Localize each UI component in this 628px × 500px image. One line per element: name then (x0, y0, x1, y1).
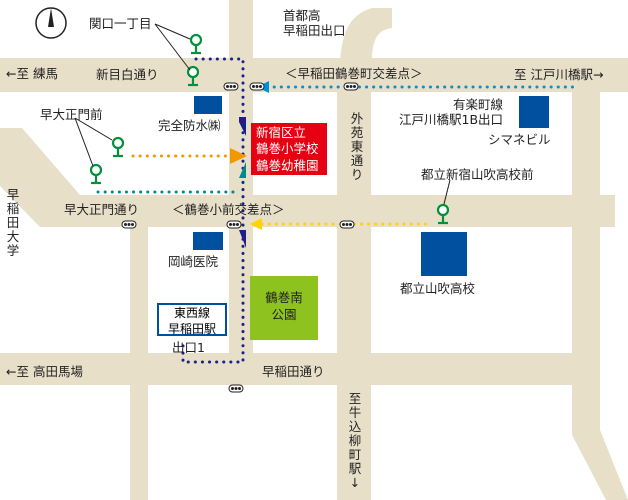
label-sekiguchi: 関口一丁目 (89, 16, 152, 31)
label-yamabuki-stop: 都立新宿山吹高校前 (421, 167, 534, 182)
label-waseda-dori: 早稲田通り (262, 364, 325, 379)
label-tsurumaki-komae: ＜鶴巻小前交差点＞ (172, 202, 285, 217)
arrow-orange-icon (230, 148, 247, 164)
label-shinmejiro: 新目白通り (96, 67, 159, 82)
label-takadanobaba: ←至 高田馬場 (6, 364, 83, 379)
label-tsurumaki-machi: ＜早稲田鶴巻町交差点＞ (285, 66, 423, 81)
bus-stop-sodai-1-icon (111, 136, 125, 158)
callout-lines (74, 23, 451, 205)
road-central-lane (229, 0, 253, 365)
school-line-2: 鶴巻小学校 (256, 141, 319, 157)
arrow-teal-icon (239, 162, 246, 178)
label-shuto-exit: 首都高 早稲田出口 (283, 8, 346, 38)
label-gaien: 外苑東通り (350, 111, 364, 182)
label-sodai-seimon-dori: 早大正門通り (64, 202, 140, 217)
label-okazaki: 岡崎医院 (168, 254, 219, 269)
building-okazaki (193, 232, 223, 250)
label-exit1: 出口1 (172, 340, 205, 355)
label-edogawabashi: 至 江戸川橋駅→ (514, 67, 604, 82)
signal-7-icon (228, 384, 244, 393)
signal-6-icon (339, 220, 355, 229)
station-box: 東西線 早稲田駅 (157, 303, 227, 336)
road-west-lane (130, 226, 148, 500)
compass-icon (35, 7, 67, 39)
label-ushigome: 至牛込柳町駅↓ (348, 391, 362, 490)
traffic-signal-icons (121, 82, 359, 393)
arrow-navy-bottom-icon (239, 230, 246, 248)
park-line-2: 公園 (271, 306, 297, 322)
station-line-1: 東西線 (173, 306, 210, 320)
building-shimane (519, 96, 549, 128)
label-waseda-univ: 早稲田大学 (6, 187, 20, 258)
building-yamabuki-school (421, 232, 467, 276)
bus-stop-sekiguchi-1-icon (189, 33, 203, 55)
walking-routes (96, 57, 577, 364)
park-box: 鶴巻南 公園 (250, 276, 318, 340)
school-line-3: 鶴巻幼稚園 (256, 157, 319, 173)
label-shimane: シマネビル (488, 132, 551, 147)
label-yamabuki-school: 都立山吹高校 (400, 281, 476, 296)
signal-2-icon (249, 82, 265, 91)
road-gaien-higashi (337, 84, 371, 500)
building-kanzen (194, 96, 222, 114)
school-line-1: 新宿区立 (256, 125, 307, 140)
arrow-yellow-icon (250, 218, 262, 230)
station-line-2: 早稲田駅 (167, 321, 216, 336)
park-line-1: 鶴巻南 (265, 290, 303, 305)
road-waseda-dori (0, 353, 600, 385)
bus-stop-yamabuki-icon (436, 203, 450, 225)
road-joint (40, 195, 80, 227)
signal-3-icon (343, 82, 359, 91)
bus-stop-sodai-2-icon (89, 163, 103, 185)
school-box: 新宿区立 鶴巻小学校 鶴巻幼稚園 (251, 123, 327, 175)
label-kanzen: 完全防水㈱ (158, 118, 221, 133)
road-shutoko-exit (340, 8, 392, 62)
bus-stop-sekiguchi-2-icon (186, 65, 200, 87)
arrow-navy-top-icon (239, 117, 246, 136)
road-east-curve (572, 90, 628, 500)
label-nerima: ←至 練馬 (6, 66, 58, 81)
label-yurakucho-exit: 有楽町線 江戸川橋駅1B出口 (399, 97, 504, 127)
signal-4-icon (121, 220, 137, 229)
signal-1-icon (223, 82, 239, 91)
signal-5-icon (226, 220, 242, 229)
label-sodai-seimon-mae: 早大正門前 (40, 107, 103, 122)
bus-stop-icons (89, 33, 450, 225)
